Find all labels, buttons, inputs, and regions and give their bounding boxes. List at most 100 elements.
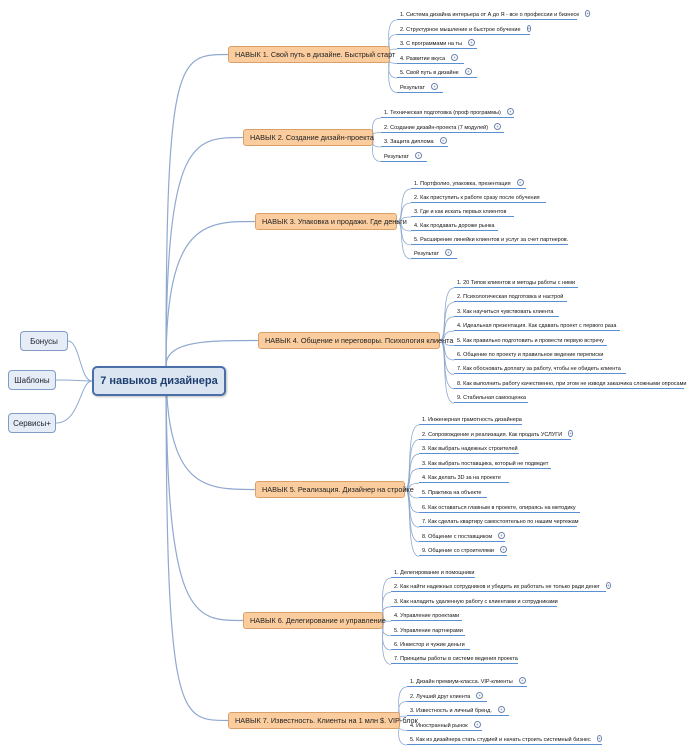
subtopic-item[interactable]: 3. Как научиться чувствовать клиента [454, 305, 560, 317]
subtopic-item[interactable]: 6. Общение по проекту и правильное веден… [454, 348, 603, 360]
side-topic-templates[interactable]: Шаблоны [8, 370, 56, 390]
subtopic-label: 5. Управление партнерами [394, 627, 463, 634]
subtopic-item[interactable]: 7. Как обосновать доплату за работу, что… [454, 362, 626, 375]
subtopic-item[interactable]: 6. Как оставаться главным в проекте, опи… [419, 501, 581, 513]
skill-node[interactable]: НАВЫК 2. Создание дизайн-проекта [243, 129, 374, 146]
skill-node[interactable]: НАВЫК 1. Свой путь в дизайне. Быстрый ст… [228, 46, 395, 63]
subtopic-label: 3. Как выбрать надежных строителей [422, 446, 518, 453]
subtopic-label: 7. Как сделать квартиру самостоятельно п… [422, 519, 579, 526]
skill-node[interactable]: НАВЫК 5. Реализация. Дизайнер на стройке [255, 481, 414, 498]
expand-plus-icon[interactable]: + [518, 677, 526, 684]
side-topic-label: Шаблоны [14, 375, 50, 385]
subtopic-item[interactable]: Результат + [397, 81, 443, 93]
subtopic-item[interactable]: 1. Дизайн премиум-класса. VIP-клиенты+ [407, 675, 528, 687]
connector-line [165, 220, 256, 367]
subtopic-item[interactable]: 2. Лучший друг клиента+ [407, 690, 488, 702]
subtopic-item[interactable]: 2. Создание дизайн-проекта (7 модулей) + [381, 121, 504, 133]
expand-plus-icon[interactable]: + [568, 429, 573, 437]
expand-plus-icon[interactable]: + [526, 24, 532, 32]
subtopic-item[interactable]: 8. Общение с поставщиком+ [419, 530, 505, 542]
side-topic-services[interactable]: Сервисы+ [8, 413, 56, 433]
subtopic-item[interactable]: 9. Общение со строителями+ [419, 544, 508, 557]
expand-plus-icon[interactable]: + [415, 151, 423, 159]
subtopic-item[interactable]: 3. Защита диплома+ [381, 135, 449, 147]
skill-node[interactable]: НАВЫК 3. Упаковка и продажи. Где деньги [255, 213, 407, 230]
subtopic-item[interactable]: 3. Как выбрать поставщика, который не по… [419, 457, 551, 469]
subtopic-item[interactable]: 4. Развитие вкуса+ [397, 52, 465, 64]
expand-plus-icon[interactable]: + [431, 82, 439, 90]
subtopic-item[interactable]: 5. Расширение линейки клиентов и услуг з… [411, 233, 568, 245]
subtopic-item[interactable]: 1. Инженерная грамотность дизайнера [419, 413, 522, 425]
subtopic-label: 1. Система дизайна интерьера от А до Я -… [400, 12, 580, 18]
expand-plus-icon[interactable]: + [439, 137, 447, 144]
subtopic-item[interactable]: 3. Как наладить удаленную работу с клиен… [391, 595, 558, 607]
subtopic-item[interactable]: 7. Принципы работы в системе ведения про… [391, 652, 518, 665]
subtopic-item[interactable]: 2. Как найти надежных сотрудников и убед… [391, 580, 611, 593]
connector-line [388, 54, 398, 93]
subtopic-item[interactable]: 2. Сопровождение и реализация. Как прода… [419, 428, 573, 440]
subtopic-item[interactable]: 3. С программами на ты+ [397, 37, 478, 49]
subtopic-item[interactable]: Результат+ [411, 247, 457, 259]
subtopic-item[interactable]: 9. Стабильная самооценка [454, 391, 528, 404]
connector-line [396, 188, 412, 222]
subtopic-label: 2. Структурное мышление и быстрое обучен… [400, 26, 521, 33]
subtopic-label: 8. Как выполнить работу качественно, при… [457, 380, 687, 387]
expand-plus-icon[interactable]: + [476, 691, 484, 699]
subtopic-item[interactable]: 6. Инвестор и чужие деньги [391, 638, 470, 650]
side-topic-bonuses[interactable]: Бонусы [20, 331, 68, 351]
expand-plus-icon[interactable]: + [585, 10, 590, 17]
subtopic-item[interactable]: 1. Портфолио, упаковка, презентация+ [411, 177, 526, 189]
subtopic-item[interactable]: 1. Техническая подготовка (проф программ… [381, 106, 515, 118]
subtopic-item[interactable]: 4. Как продавать дороже рынка [411, 219, 498, 231]
subtopic-label: 5. Как из дизайнера стать студией и нача… [410, 737, 591, 743]
subtopic-item[interactable]: 1. 20 Типов клиентов и методы работы с н… [454, 276, 578, 288]
expand-plus-icon[interactable]: + [596, 735, 602, 742]
expand-plus-icon[interactable]: + [506, 108, 514, 115]
subtopic-item[interactable]: 1. Делегирование и помощники [391, 566, 476, 578]
subtopic-item[interactable]: Результат+ [381, 150, 427, 162]
expand-plus-icon[interactable]: + [516, 179, 524, 186]
connector-line [439, 302, 455, 341]
expand-plus-icon[interactable]: + [445, 249, 453, 256]
skill-node[interactable]: НАВЫК 6. Делегирование и управление [243, 612, 386, 629]
skill-node[interactable]: НАВЫК 7. Известность. Клиенты на 1 млн $… [228, 712, 418, 729]
subtopic-item[interactable]: 5. Управление партнерами [391, 624, 465, 636]
subtopic-label: 7. Принципы работы в системе ведения про… [394, 656, 518, 663]
expand-plus-icon[interactable]: + [467, 39, 475, 46]
expand-plus-icon[interactable]: + [497, 706, 505, 713]
expand-plus-icon[interactable]: + [494, 122, 502, 130]
subtopic-item[interactable]: 4. Идеальная презентация. Как сдавать пр… [454, 319, 621, 332]
subtopic-item[interactable]: 4. Управление проектами [391, 609, 462, 622]
subtopic-item[interactable]: 2. Как приступить к работе сразу после о… [411, 191, 546, 203]
subtopic-label: 2. Создание дизайн-проекта (7 модулей) [384, 124, 489, 131]
subtopic-item[interactable]: 5. Практика на объекте [419, 486, 488, 498]
subtopic-item[interactable]: 1. Система дизайна интерьера от А до Я -… [397, 8, 590, 20]
expand-plus-icon[interactable]: + [473, 720, 481, 728]
subtopic-item[interactable]: 3. Как выбрать надежных строителей [419, 442, 520, 455]
connector-line [55, 379, 93, 382]
subtopic-label: 4. Управление проектами [394, 613, 460, 620]
skill-node-label: НАВЫК 1. Свой путь в дизайне. Быстрый ст… [235, 50, 396, 59]
subtopic-label: 5. Как правильно подготовить и провести … [457, 337, 604, 344]
subtopic-item[interactable]: 2. Психологическая подготовка и настрой [454, 290, 568, 303]
expand-plus-icon[interactable]: + [500, 546, 507, 554]
subtopic-label: 7. Как обосновать доплату за работу, что… [457, 366, 621, 373]
expand-plus-icon[interactable]: + [464, 68, 472, 75]
subtopic-item[interactable]: 3. Известность и личный бренд.+ [407, 704, 509, 716]
subtopic-item[interactable]: 2. Структурное мышление и быстрое обучен… [397, 23, 532, 35]
subtopic-item[interactable]: 7. Как сделать квартиру самостоятельно п… [419, 515, 579, 528]
subtopic-item[interactable]: 8. Как выполнить работу качественно, при… [454, 377, 687, 389]
subtopic-item[interactable]: 5. Как из дизайнера стать студией и нача… [407, 733, 602, 745]
subtopic-item[interactable]: 5. Свой путь в дизайне+ [397, 66, 478, 78]
expand-plus-icon[interactable]: + [498, 531, 505, 539]
subtopic-item[interactable]: 4. Иностранный рынок+ [407, 719, 482, 731]
subtopic-item[interactable]: 5. Как правильно подготовить и провести … [454, 334, 608, 346]
subtopic-item[interactable]: 4. Как делать 3D за на проекте [419, 471, 509, 484]
subtopic-item[interactable]: 3. Где и как искать первых клиентов [411, 205, 514, 217]
expand-plus-icon[interactable]: + [605, 582, 611, 590]
central-topic[interactable]: 7 навыков дизайнера [92, 366, 226, 396]
subtopic-label: Результат [400, 84, 426, 91]
skill-node[interactable]: НАВЫК 4. Общение и переговоры. Психологи… [258, 332, 453, 349]
subtopic-label: 2. Как приступить к работе сразу после о… [414, 195, 540, 201]
expand-plus-icon[interactable]: + [451, 53, 459, 61]
